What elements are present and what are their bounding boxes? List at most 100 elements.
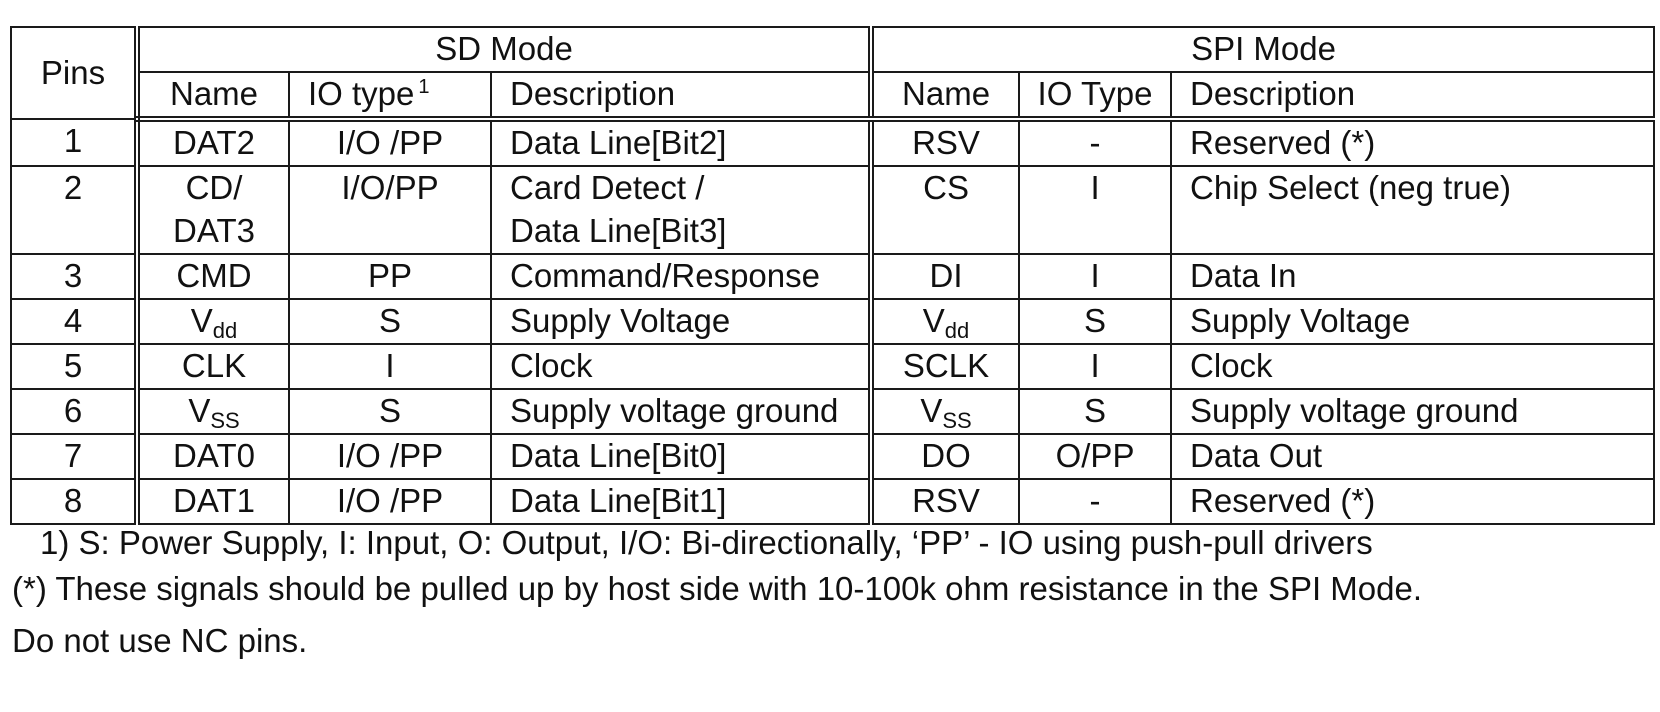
spi-name: RSV <box>912 124 980 161</box>
spi-name: SCLK <box>902 346 990 384</box>
footnote-nc-pins: Do not use NC pins. <box>12 622 308 659</box>
sd-description-cell: Command/Response <box>489 252 873 300</box>
sd-description-line1: Card Detect / <box>510 169 705 206</box>
spi-io-type-cell: O/PP <box>1018 432 1173 480</box>
spi-description-cell: Clock <box>1170 342 1656 390</box>
pin-number: 8 <box>63 481 83 519</box>
sd-name-subscript: dd <box>212 317 238 343</box>
sd-io-type: S <box>378 391 401 429</box>
pin-number: 4 <box>63 301 83 339</box>
sd-name: V <box>188 391 211 429</box>
sd-io-type-cell: I/O /PP <box>288 118 492 167</box>
spi-io-type-cell: I <box>1018 165 1173 255</box>
spi-name-cell: CS <box>868 165 1021 255</box>
sd-name-subscript: SS <box>210 407 240 433</box>
pin-number-cell: 4 <box>10 297 138 345</box>
spi-description: Reserved (*) <box>1190 481 1376 519</box>
footnotes: 1) S: Power Supply, I: Input, O: Output,… <box>12 522 1422 663</box>
spi-io-type: I <box>1090 346 1100 384</box>
sd-description: Data Line[Bit2] <box>510 124 727 161</box>
sd-io-type-cell: I/O /PP <box>288 432 492 480</box>
spi-name-cell: DI <box>868 252 1021 300</box>
sd-description: Clock <box>510 346 593 384</box>
sd-name-cell: Vdd <box>134 297 290 345</box>
sd-io-type-label: IO type <box>308 75 415 113</box>
spi-name-cell: SCLK <box>868 342 1021 390</box>
sd-io-type: I/O /PP <box>336 124 444 161</box>
pin-number-cell: 1 <box>10 118 138 167</box>
spi-io-type-cell: S <box>1018 387 1173 435</box>
sd-io-type-cell: I/O/PP <box>288 165 492 255</box>
sd-name-cell: DAT2 <box>134 118 290 167</box>
sd-description-cell: Supply voltage ground <box>489 387 873 435</box>
sd-name: CLK <box>181 346 247 384</box>
spi-name-cell: RSV <box>868 118 1021 167</box>
sd-name-line1: CD/ <box>185 169 243 206</box>
sd-name-cell: CD/DAT3 <box>134 165 290 255</box>
spi-description: Data In <box>1190 256 1297 294</box>
sd-description-cell: Data Line[Bit2] <box>489 118 873 167</box>
spi-name-cell: Vdd <box>868 297 1021 345</box>
spi-io-type: I <box>1090 256 1100 294</box>
sd-description-line2: Data Line[Bit3] <box>510 211 727 249</box>
spi-io-type-header: IO Type <box>1018 71 1173 122</box>
sd-io-type-cell: S <box>288 387 492 435</box>
sd-mode-header: SD Mode <box>133 26 873 73</box>
pin-number: 6 <box>63 391 83 429</box>
spi-name-subscript: SS <box>942 407 972 433</box>
sd-name: DAT0 <box>173 436 255 474</box>
spi-name: V <box>922 301 945 339</box>
sd-name-cell: CMD <box>134 252 290 300</box>
sd-name-cell: CLK <box>134 342 290 390</box>
sd-io-type: PP <box>367 256 413 294</box>
spi-name: DO <box>921 436 971 474</box>
spi-name: RSV <box>912 481 980 519</box>
sd-description-cell: Clock <box>489 342 873 390</box>
spi-io-type: I <box>1090 169 1100 206</box>
spi-name-header: Name <box>868 71 1021 122</box>
sd-name: DAT2 <box>173 124 255 161</box>
spi-description-header: Description <box>1170 71 1656 122</box>
sd-description-cell: Data Line[Bit1] <box>489 477 873 525</box>
spi-description-cell: Data In <box>1170 252 1656 300</box>
sd-io-type: I/O /PP <box>336 436 444 474</box>
pins-header: Pins <box>10 26 138 120</box>
spi-description-cell: Supply voltage ground <box>1170 387 1656 435</box>
spi-description-cell: Chip Select (neg true) <box>1170 165 1656 255</box>
spi-description: Chip Select (neg true) <box>1190 169 1512 206</box>
sd-io-type-cell: S <box>288 297 492 345</box>
sd-io-type: I/O/PP <box>341 169 439 206</box>
pin-number: 1 <box>63 122 83 159</box>
sd-description: Supply Voltage <box>510 301 731 339</box>
table-row: 2 CD/DAT3 I/O/PP Card Detect / Data Line[Bit… <box>10 165 1656 255</box>
spi-io-type-cell: S <box>1018 297 1173 345</box>
spi-io-type: - <box>1089 124 1101 161</box>
pin-number-cell: 6 <box>10 387 138 435</box>
spi-io-type-cell: - <box>1018 477 1173 525</box>
footnote-pullup: (*) These signals should be pulled up by… <box>12 570 1423 607</box>
spi-name-cell: RSV <box>868 477 1021 525</box>
sd-name-header: Name <box>134 71 290 122</box>
sd-name-line2: DAT3 <box>173 211 255 249</box>
sd-name: V <box>190 301 213 339</box>
spi-name-cell: VSS <box>868 387 1021 435</box>
sd-io-type-cell: PP <box>288 252 492 300</box>
spi-io-type: S <box>1084 391 1107 429</box>
sd-description: Data Line[Bit1] <box>510 481 727 519</box>
spi-name-subscript: dd <box>944 317 970 343</box>
spi-description-cell: Data Out <box>1170 432 1656 480</box>
spi-description-cell: Reserved (*) <box>1170 477 1656 525</box>
pin-number-cell: 8 <box>10 477 138 525</box>
sd-description: Supply voltage ground <box>510 391 839 429</box>
pin-number: 2 <box>63 169 83 206</box>
spi-name: V <box>920 391 943 429</box>
pin-number: 3 <box>63 256 83 294</box>
spi-description: Supply voltage ground <box>1190 391 1519 429</box>
